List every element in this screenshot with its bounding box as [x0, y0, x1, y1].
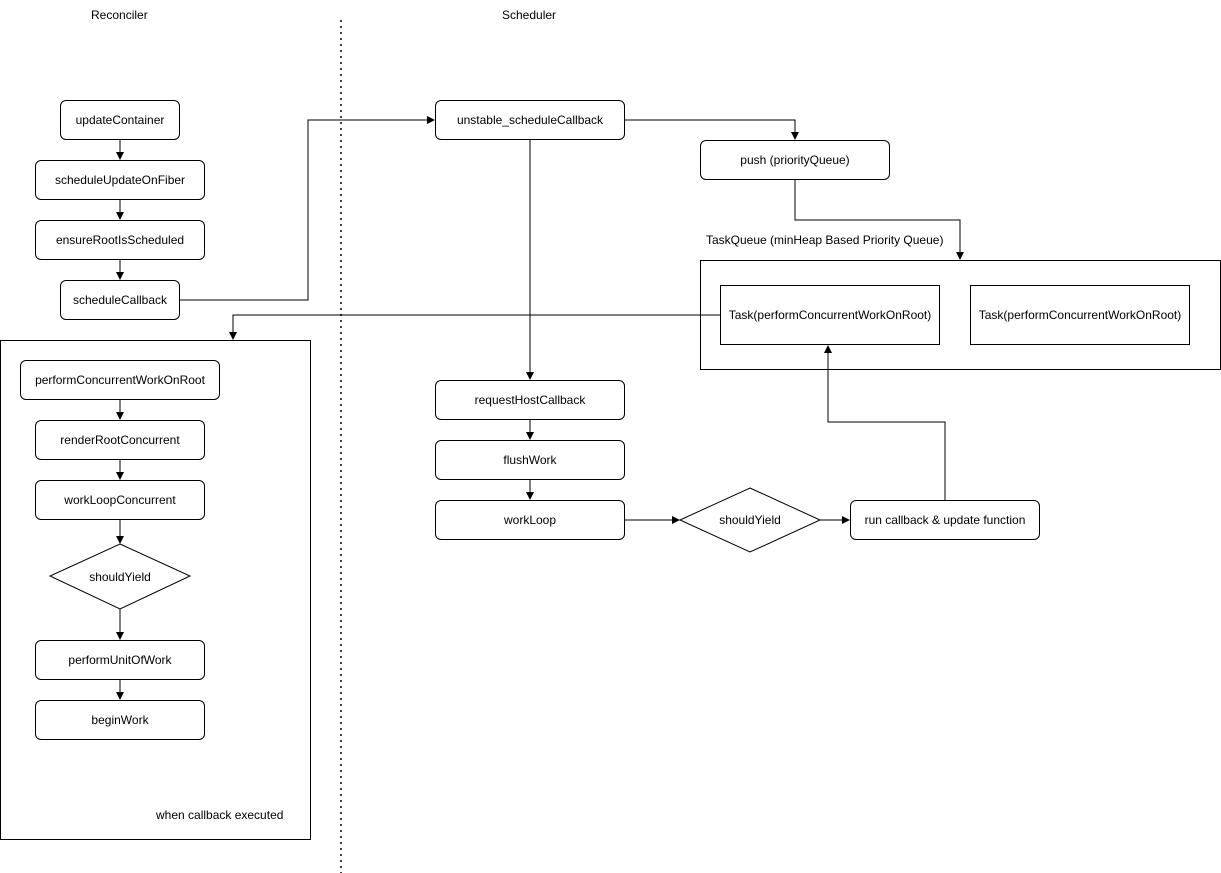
edge-push-to-taskqueue: [794, 180, 964, 260]
edge-task-to-callback-group: [229, 314, 720, 340]
task-item-2[interactable]: Task(performConcurrentWorkOnRoot): [970, 285, 1190, 345]
callback-group-frame: [0, 340, 311, 840]
lane-title-scheduler: Scheduler: [502, 8, 557, 22]
node-run-callback[interactable]: run callback & update function: [850, 500, 1040, 540]
reconciler-should-yield-diamond: [48, 543, 192, 610]
callback-group-caption: when callback executed: [156, 808, 284, 822]
node-ensure-root-is-scheduled[interactable]: ensureRootIsScheduled: [35, 220, 205, 260]
reconciler-should-yield-label[interactable]: shouldYield: [89, 569, 151, 584]
node-update-container[interactable]: updateContainer: [60, 100, 180, 140]
task-item-1[interactable]: Task(performConcurrentWorkOnRoot): [720, 285, 940, 345]
edge-unstable-to-push: [625, 119, 799, 140]
edge-run-callback-to-task: [824, 345, 946, 500]
node-flush-work[interactable]: flushWork: [435, 440, 625, 480]
node-perform-unit-of-work[interactable]: performUnitOfWork: [35, 640, 205, 680]
task-queue-label: TaskQueue (minHeap Based Priority Queue): [706, 233, 944, 247]
node-schedule-callback[interactable]: scheduleCallback: [60, 280, 180, 320]
lane-title-reconciler: Reconciler: [91, 8, 148, 22]
node-push-priority-queue[interactable]: push (priorityQueue): [700, 140, 890, 180]
node-work-loop[interactable]: workLoop: [435, 500, 625, 540]
node-work-loop-concurrent[interactable]: workLoopConcurrent: [35, 480, 205, 520]
node-begin-work[interactable]: beginWork: [35, 700, 205, 740]
node-render-root-concurrent[interactable]: renderRootConcurrent: [35, 420, 205, 460]
node-schedule-update-on-fiber[interactable]: scheduleUpdateOnFiber: [35, 160, 205, 200]
scheduler-should-yield-diamond: [678, 487, 822, 553]
node-request-host-callback[interactable]: requestHostCallback: [435, 380, 625, 420]
scheduler-should-yield-label[interactable]: shouldYield: [719, 513, 781, 527]
node-unstable-schedule-callback[interactable]: unstable_scheduleCallback: [435, 100, 625, 140]
edge-schedule-callback-to-unstable: [180, 116, 435, 301]
node-perform-concurrent-work-on-root[interactable]: performConcurrentWorkOnRoot: [20, 360, 220, 400]
